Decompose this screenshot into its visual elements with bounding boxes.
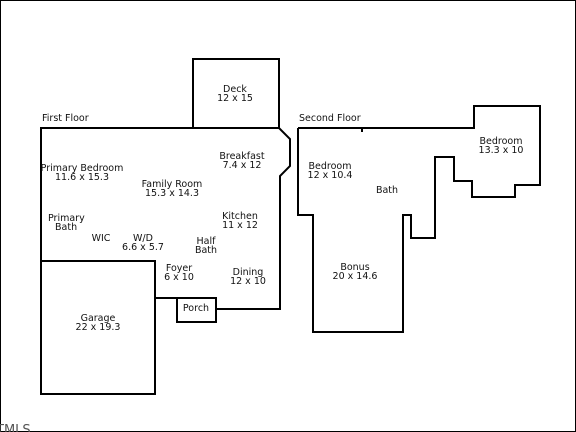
primary-bedroom-label: Primary Bedroom: [41, 163, 124, 174]
deck-dims: 12 x 15: [217, 93, 253, 104]
primary-bath-label-line1: Primary: [48, 213, 85, 224]
second-floor-label: Second Floor: [299, 113, 361, 124]
second-floor-plan: Second Floor Bedroom 12 x 10.4 Bedroom 1…: [297, 105, 541, 333]
dining-label: Dining: [233, 267, 264, 278]
deck-outline: [192, 58, 280, 128]
garage-outline: [40, 260, 156, 395]
bedroom-2a-dims: 12 x 10.4: [308, 170, 353, 181]
half-bath-label-line1: Half: [197, 236, 217, 247]
bonus-label: Bonus: [340, 262, 369, 273]
half-bath-label-line2: Bath: [195, 245, 217, 256]
family-room-dims: 15.3 x 14.3: [145, 188, 199, 199]
bedroom-2a-label: Bedroom: [309, 161, 352, 172]
bedroom-2b-label: Bedroom: [480, 136, 523, 147]
garage-label: Garage: [81, 313, 116, 324]
wd-dims: 6.6 x 5.7: [122, 242, 164, 253]
bedroom-2b-dims: 13.3 x 10: [479, 145, 524, 156]
dining-dims: 12 x 10: [230, 276, 266, 287]
primary-bedroom-dims: 11.6 x 15.3: [55, 172, 109, 183]
second-floor-outline: [297, 105, 541, 333]
porch-outline: [176, 297, 217, 323]
bath-2-label: Bath: [376, 185, 398, 196]
kitchen-label: Kitchen: [222, 211, 258, 222]
foyer-dims: 6 x 10: [164, 272, 194, 283]
family-room-label: Family Room: [142, 179, 203, 190]
first-floor-label: First Floor: [42, 113, 89, 124]
breakfast-dims: 7.4 x 12: [223, 160, 262, 171]
wic-label: WIC: [92, 233, 111, 244]
bonus-dims: 20 x 14.6: [333, 271, 378, 282]
first-floor-plan: First Floor Deck 12 x 15 Breakfast 7.4 x…: [40, 58, 291, 395]
watermark-text: TMLS: [0, 423, 31, 432]
deck-label: Deck: [223, 84, 247, 95]
foyer-label: Foyer: [166, 263, 192, 274]
breakfast-label: Breakfast: [219, 151, 264, 162]
porch-label: Porch: [183, 303, 209, 314]
garage-dims: 22 x 19.3: [76, 322, 121, 333]
primary-bath-label-line2: Bath: [55, 222, 77, 233]
kitchen-dims: 11 x 12: [222, 220, 258, 231]
wd-label: W/D: [133, 233, 153, 244]
